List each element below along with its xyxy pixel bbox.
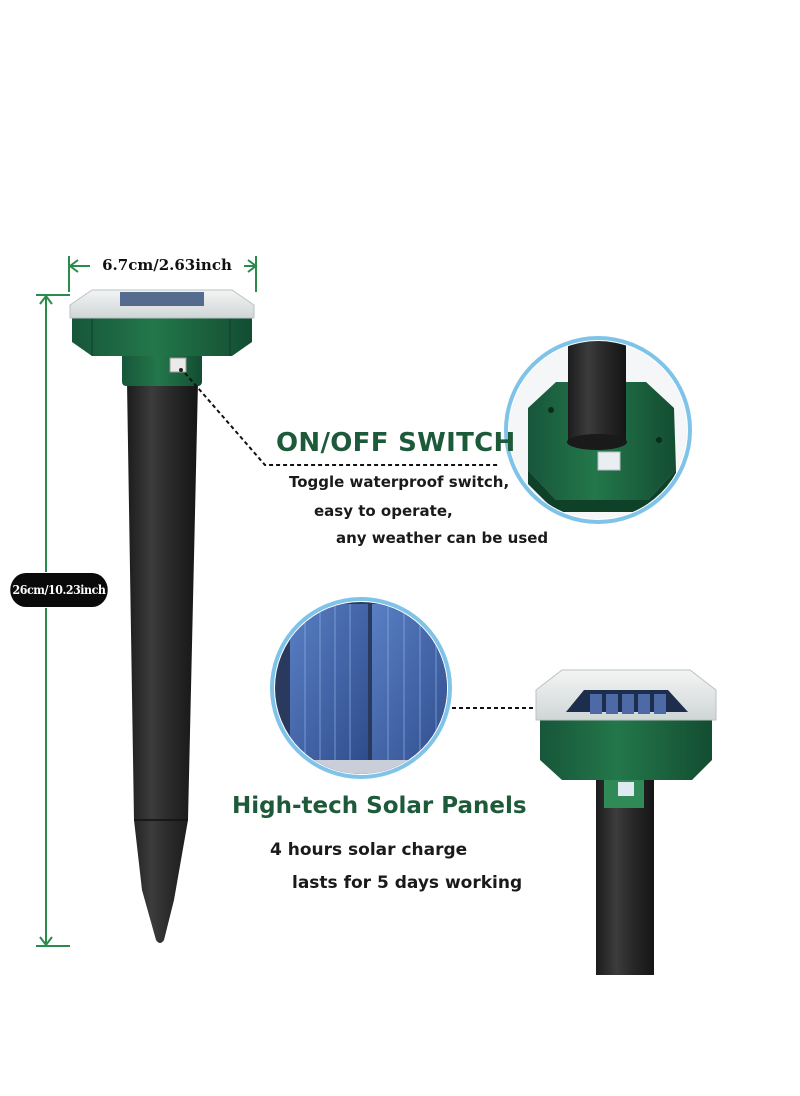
- width-dimension-arrow: [68, 256, 258, 292]
- switch-feature-line: any weather can be used: [336, 529, 549, 547]
- switch-feature-title: ON/OFF SWITCH: [276, 428, 516, 458]
- solar-feature-title: High-tech Solar Panels: [232, 793, 527, 819]
- switch-feature-line: easy to operate,: [314, 502, 453, 520]
- switch-feature-line: Toggle waterproof switch,: [289, 473, 510, 491]
- switch-leader-line: [184, 372, 500, 466]
- height-dimension-arrow: [36, 294, 70, 947]
- switch-closeup-image: [504, 336, 692, 524]
- solar-panel-closeup-image: [270, 597, 452, 779]
- height-dimension-label: 26cm/10.23inch: [10, 573, 108, 607]
- main-stake-product: [69, 289, 255, 943]
- solar-feature-line: lasts for 5 days working: [292, 873, 523, 893]
- solar-feature-line: 4 hours solar charge: [270, 840, 468, 860]
- width-dimension-label: 6.7cm/2.63inch: [102, 256, 232, 274]
- solar-stake-product: [535, 669, 717, 975]
